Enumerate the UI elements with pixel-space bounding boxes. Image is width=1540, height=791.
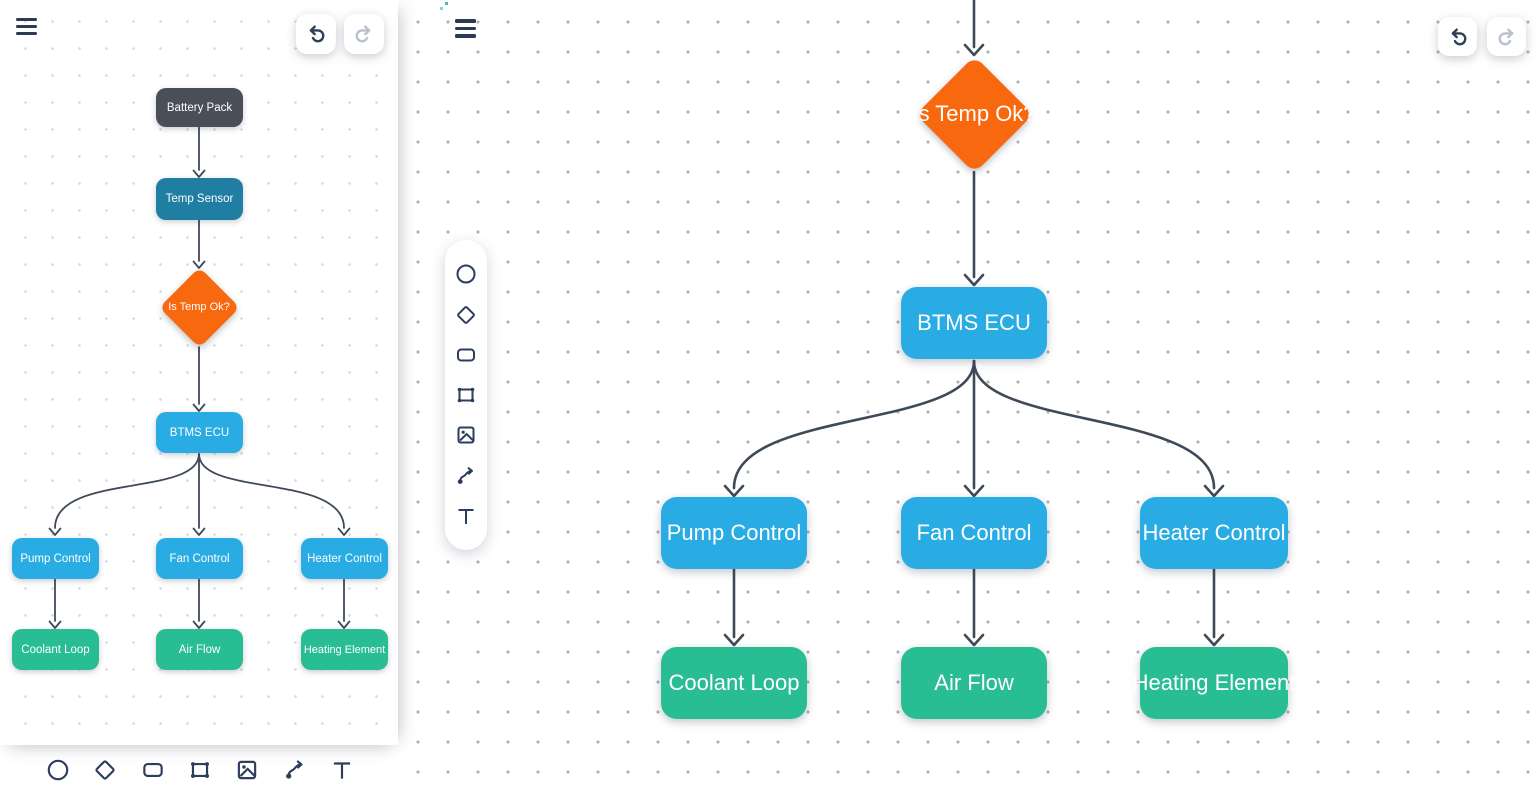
menu-icon[interactable] <box>16 18 37 35</box>
diamond-tool-button[interactable] <box>452 301 480 329</box>
node-battery-pack[interactable]: Battery Pack <box>156 88 243 127</box>
node-heater-control[interactable]: Heater Control <box>1140 497 1288 569</box>
node-fan-control[interactable]: Fan Control <box>156 538 243 579</box>
ellipse-icon <box>454 262 478 286</box>
node-heater-control[interactable]: Heater Control <box>301 538 388 579</box>
shape-toolbar-bottom <box>44 752 356 788</box>
node-temp-sensor[interactable]: Temp Sensor <box>156 178 243 220</box>
connector-icon <box>454 464 478 488</box>
undo-button[interactable] <box>1438 17 1477 56</box>
rectangle-icon <box>140 757 166 783</box>
node-heating-element[interactable]: Heating Element <box>301 629 388 670</box>
node-btms-ecu[interactable]: BTMS ECU <box>156 412 243 453</box>
ellipse-tool-button[interactable] <box>44 756 72 784</box>
redo-button[interactable] <box>1487 17 1526 56</box>
node-btms-ecu[interactable]: BTMS ECU <box>901 287 1047 359</box>
node-is-temp-ok[interactable]: Is Temp Ok? <box>158 266 240 348</box>
connector-tool-button[interactable] <box>452 462 480 490</box>
node-coolant-loop[interactable]: Coolant Loop <box>12 629 99 670</box>
connector-tool-button[interactable] <box>281 756 309 784</box>
undo-button[interactable] <box>296 14 336 54</box>
node-coolant-loop[interactable]: Coolant Loop <box>661 647 807 719</box>
node-air-flow[interactable]: Air Flow <box>156 629 243 670</box>
connector-icon <box>282 757 308 783</box>
rectangle-tool-button[interactable] <box>452 341 480 369</box>
image-tool-button[interactable] <box>452 421 480 449</box>
text-tool-button[interactable] <box>328 756 356 784</box>
frame-tool-button[interactable] <box>452 381 480 409</box>
left-editor-pane: Battery Pack Temp Sensor Is Temp Ok? BTM… <box>0 0 398 745</box>
text-icon <box>329 757 355 783</box>
redo-icon <box>1495 25 1519 49</box>
right-editor-pane: Is Temp Ok? BTMS ECU Pump Control Fan Co… <box>398 0 1540 791</box>
diamond-label: Is Temp Ok? <box>168 301 230 313</box>
text-tool-button[interactable] <box>452 502 480 530</box>
rectangle-icon <box>454 343 478 367</box>
diamond-label: Is Temp Ok? <box>912 101 1036 126</box>
node-air-flow[interactable]: Air Flow <box>901 647 1047 719</box>
frame-icon <box>454 383 478 407</box>
diamond-icon <box>454 303 478 327</box>
rectangle-tool-button[interactable] <box>139 756 167 784</box>
diamond-tool-button[interactable] <box>91 756 119 784</box>
ellipse-icon <box>45 757 71 783</box>
node-fan-control[interactable]: Fan Control <box>901 497 1047 569</box>
pane-resize-handle[interactable] <box>438 2 450 14</box>
undo-icon <box>1446 25 1470 49</box>
menu-icon[interactable] <box>455 19 476 38</box>
image-icon <box>234 757 260 783</box>
redo-button[interactable] <box>344 14 384 54</box>
shape-toolbar-side <box>445 240 487 550</box>
image-icon <box>454 423 478 447</box>
frame-icon <box>187 757 213 783</box>
text-icon <box>454 504 478 528</box>
node-is-temp-ok[interactable]: Is Temp Ok? <box>904 44 1044 184</box>
node-heating-element[interactable]: Heating Element <box>1133 647 1295 719</box>
frame-tool-button[interactable] <box>186 756 214 784</box>
node-pump-control[interactable]: Pump Control <box>12 538 99 579</box>
image-tool-button[interactable] <box>233 756 261 784</box>
ellipse-tool-button[interactable] <box>452 260 480 288</box>
undo-icon <box>304 22 328 46</box>
diamond-icon <box>92 757 118 783</box>
redo-icon <box>352 22 376 46</box>
node-pump-control[interactable]: Pump Control <box>661 497 807 569</box>
